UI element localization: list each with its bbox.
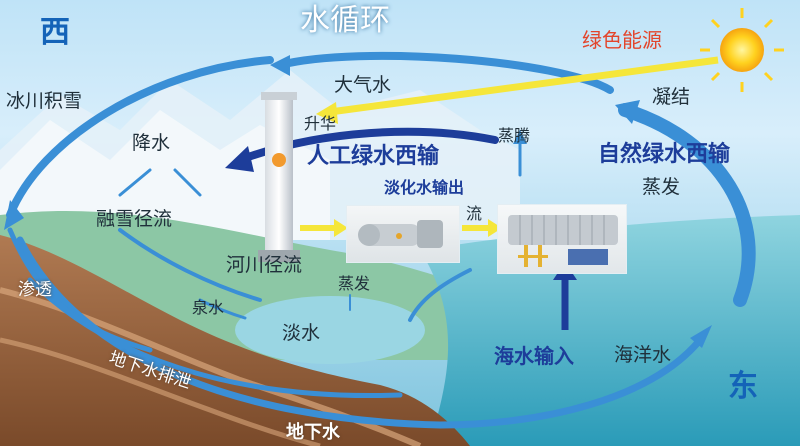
- natural-west-transfer-label: 自然绿水西输: [598, 142, 731, 167]
- arc-right-arrow: [618, 103, 756, 307]
- arc-top-arrow: [276, 51, 614, 94]
- seawater-input-label: 海水输入: [494, 344, 574, 368]
- fresh-water-lake: [235, 296, 425, 364]
- arc-bottom-arrowhead: [690, 325, 712, 348]
- evaporation-right-label: 蒸发: [642, 176, 681, 198]
- seepage-arrow: [7, 227, 153, 353]
- green-energy-arrowhead: [316, 102, 338, 124]
- river-runoff-label: 河川径流: [226, 254, 303, 276]
- sublimation-label: 升华: [304, 114, 337, 133]
- green-energy-label: 绿色能源: [582, 28, 662, 52]
- direction-west-label: 西: [40, 15, 70, 50]
- ocean-water-label: 海洋水: [614, 344, 672, 366]
- precipitation-arrow-1: [118, 168, 152, 197]
- arc-right-arrowhead: [615, 100, 640, 124]
- evaporation-center-label: 蒸发: [338, 274, 371, 293]
- spring-label: 泉水: [192, 298, 225, 317]
- arc-top-arrowhead: [270, 55, 290, 76]
- flow-label: 流: [466, 204, 483, 223]
- tower-to-unit-arrowhead: [334, 219, 348, 237]
- green-energy-arrow: [329, 56, 719, 116]
- tower-receiver: [272, 153, 286, 167]
- glacier-snow-label: 冰川积雪: [6, 90, 83, 112]
- arc-left-arrow: [6, 56, 274, 219]
- river-arrow: [408, 268, 472, 322]
- seepage-label: 渗透: [18, 280, 52, 300]
- precipitation-label: 降水: [132, 132, 171, 154]
- transpiration-arrowhead: [513, 130, 527, 144]
- artificial-west-transfer-label: 人工绿水西输: [307, 144, 440, 169]
- desalination-plant-photo: [497, 204, 627, 274]
- fresh-water-label: 淡水: [282, 322, 321, 344]
- snowmelt-runoff-label: 融雪径流: [96, 208, 173, 230]
- sun-icon: [720, 28, 764, 72]
- page-title: 水循环: [300, 3, 390, 38]
- atmospheric-water-label: 大气水: [334, 74, 392, 96]
- spring-arrow: [198, 298, 247, 320]
- direction-east-label: 东: [728, 369, 758, 404]
- solar-tower: [265, 92, 293, 260]
- transpiration-label: 蒸腾: [498, 126, 531, 145]
- arc-left-arrowhead: [4, 200, 24, 230]
- condensation-label: 凝结: [652, 86, 691, 108]
- unit-machine-icon: [358, 220, 443, 248]
- precipitation-arrow-2: [173, 168, 202, 197]
- plant-machine-icon: [508, 215, 618, 267]
- artificial-westward-arrowhead: [225, 146, 254, 172]
- desalination-unit-photo: [346, 205, 460, 263]
- groundwater-label: 地下水: [286, 422, 340, 443]
- earth-stripe-2: [0, 337, 321, 446]
- desalinated-export-label: 淡化水输出: [384, 178, 465, 197]
- snow-ridge: [0, 110, 330, 240]
- runoff-arrow: [118, 228, 262, 302]
- unit-to-plant-arrowhead: [488, 219, 502, 237]
